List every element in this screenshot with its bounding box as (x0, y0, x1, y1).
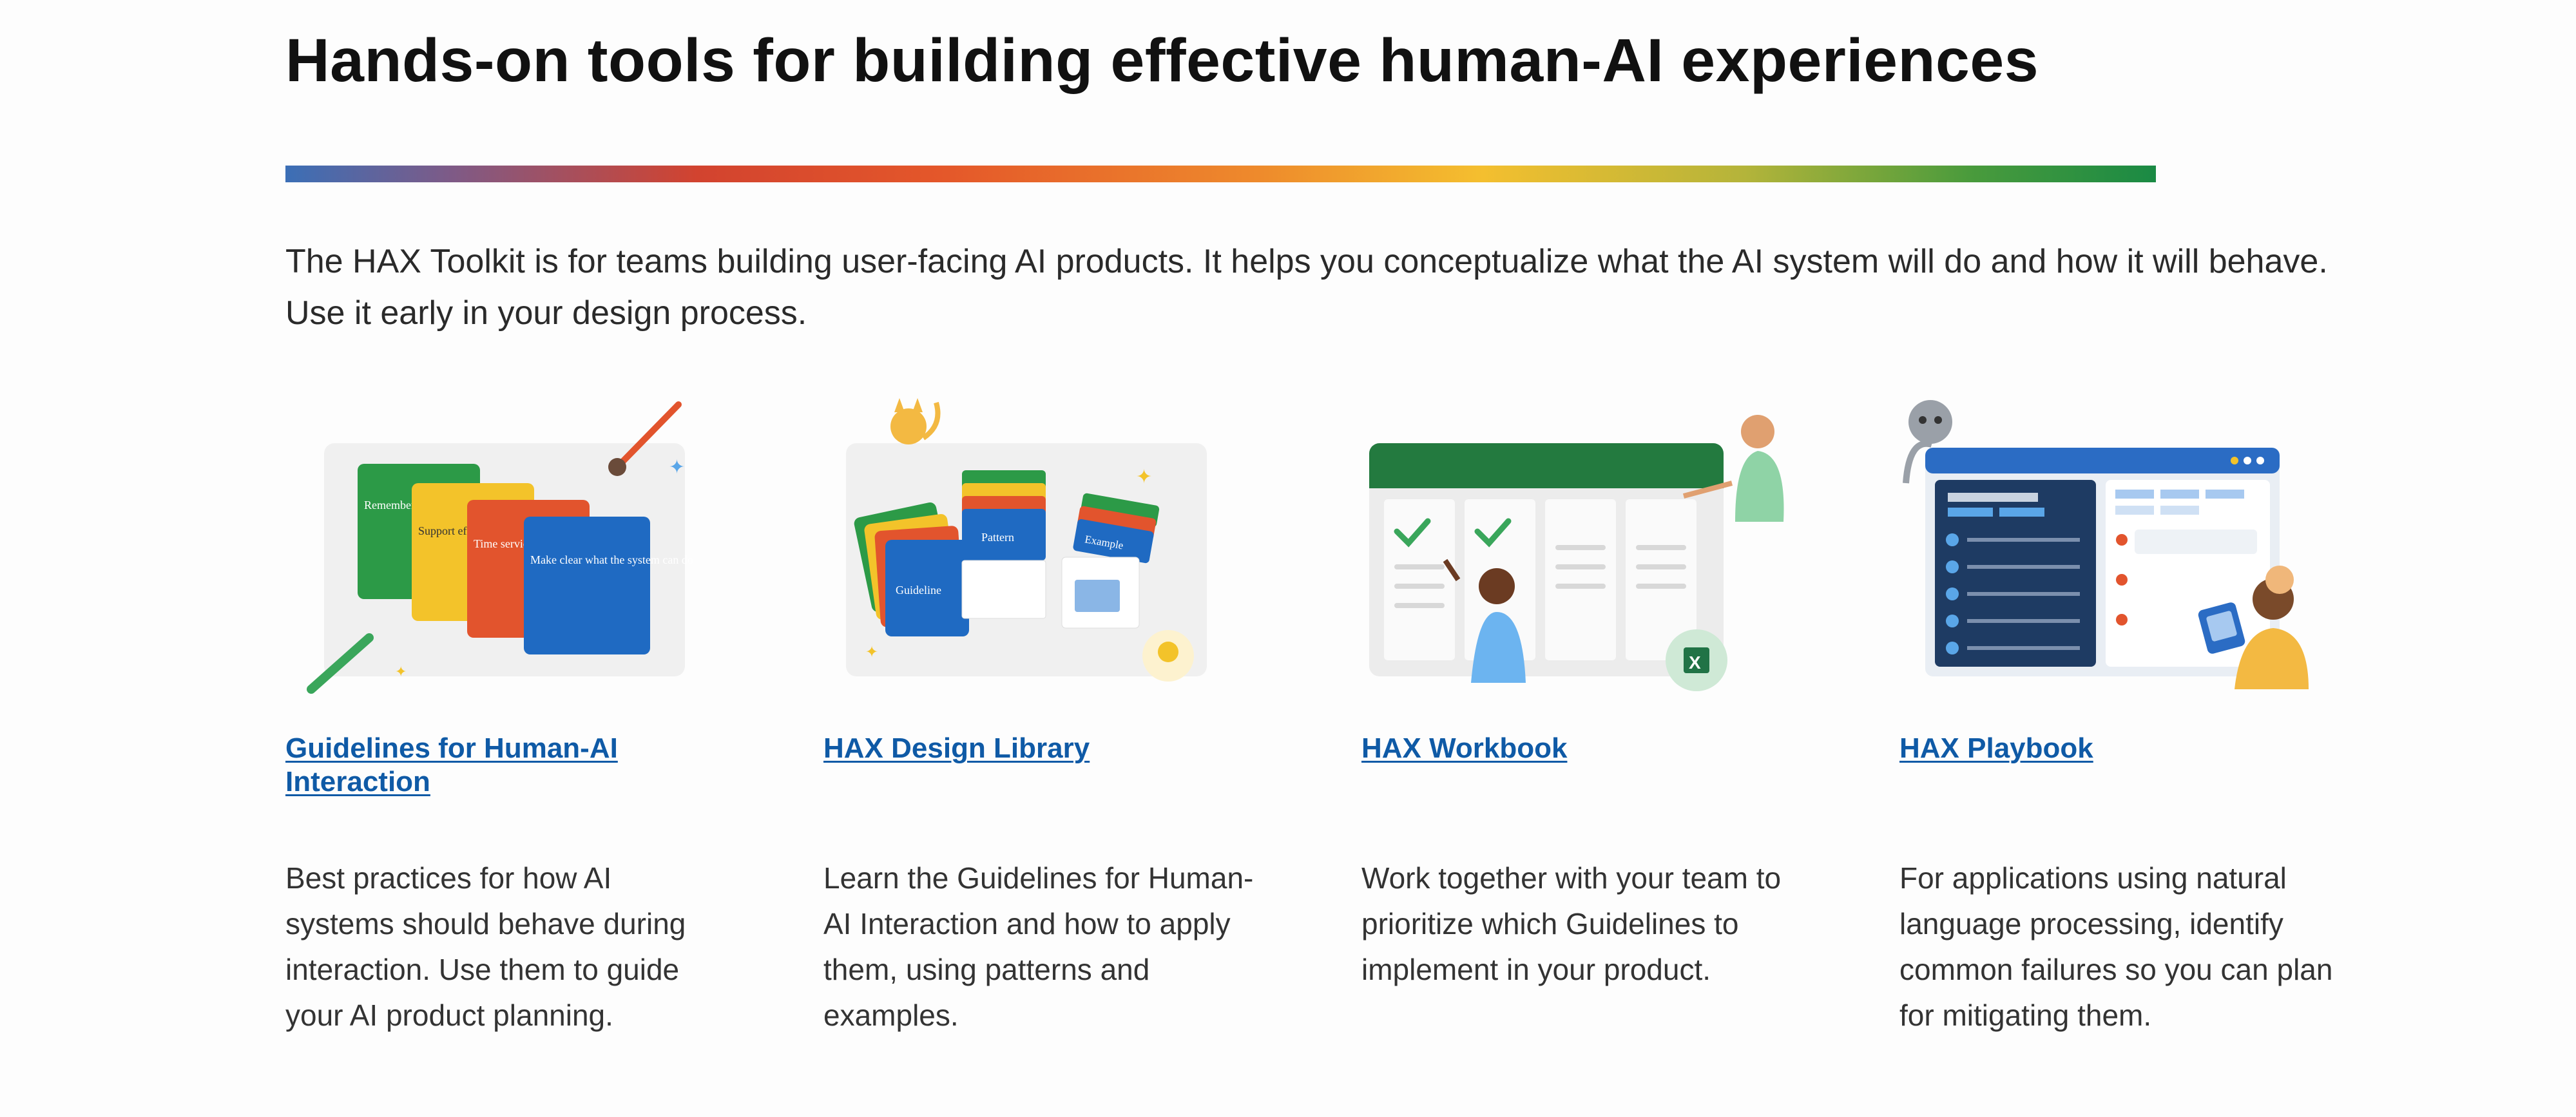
checkmark-icon (1394, 518, 1512, 548)
pencil-icon (307, 633, 374, 694)
guidelines-description: Best practices for how AI systems should… (285, 861, 686, 1032)
playbook-description: For applications using natural language … (1899, 861, 2333, 1032)
sparkle-icon: ✦ (395, 664, 407, 680)
cat-icon (890, 398, 941, 444)
person-illustration (2198, 566, 2309, 689)
person-illustration (1682, 415, 1784, 522)
lightbulb-icon (1142, 630, 1194, 682)
playbook-illustration (1899, 387, 2338, 696)
design-card-guideline: Guideline (896, 584, 941, 597)
workbook-link[interactable]: HAX Workbook (1361, 732, 1568, 764)
tool-card-guidelines: Remember recent interactions Support eff… (285, 387, 724, 1056)
workbook-illustration: X (1361, 387, 1800, 696)
guidelines-illustration: Remember recent interactions Support eff… (285, 387, 724, 696)
rainbow-divider (285, 166, 2156, 182)
tool-card-playbook: HAX Playbook For applications using natu… (1899, 387, 2338, 1056)
tool-card-workbook: X HAX Workbook Work together with your t… (1361, 387, 1800, 1056)
playbook-link[interactable]: HAX Playbook (1899, 732, 2093, 764)
excel-icon: X (1666, 629, 1727, 691)
sparkle-icon: ✦ (669, 457, 685, 478)
workbook-description: Work together with your team to prioriti… (1361, 861, 1782, 986)
person-illustration (1443, 558, 1526, 683)
guideline-card-text-4: Make clear what the system can do (530, 553, 693, 566)
sparkle-icon: ✦ (865, 644, 878, 661)
svg-text:X: X (1689, 653, 1701, 673)
design-card-pattern: Pattern (981, 531, 1014, 544)
guidelines-link[interactable]: Guidelines for Human-AI Interaction (285, 732, 618, 797)
design-library-link[interactable]: HAX Design Library (823, 732, 1090, 764)
design-library-description: Learn the Guidelines for Human-AI Intera… (823, 861, 1254, 1032)
robot-icon (1903, 400, 1952, 484)
tool-card-design-library: Guideline Pattern Example (823, 387, 1262, 1056)
intro-paragraph: The HAX Toolkit is for teams building us… (285, 243, 2328, 332)
paintbrush-icon (608, 401, 682, 476)
page-heading: Hands-on tools for building effective hu… (285, 26, 2039, 95)
sparkle-icon: ✦ (1136, 466, 1152, 488)
design-library-illustration: Guideline Pattern Example (823, 387, 1262, 696)
